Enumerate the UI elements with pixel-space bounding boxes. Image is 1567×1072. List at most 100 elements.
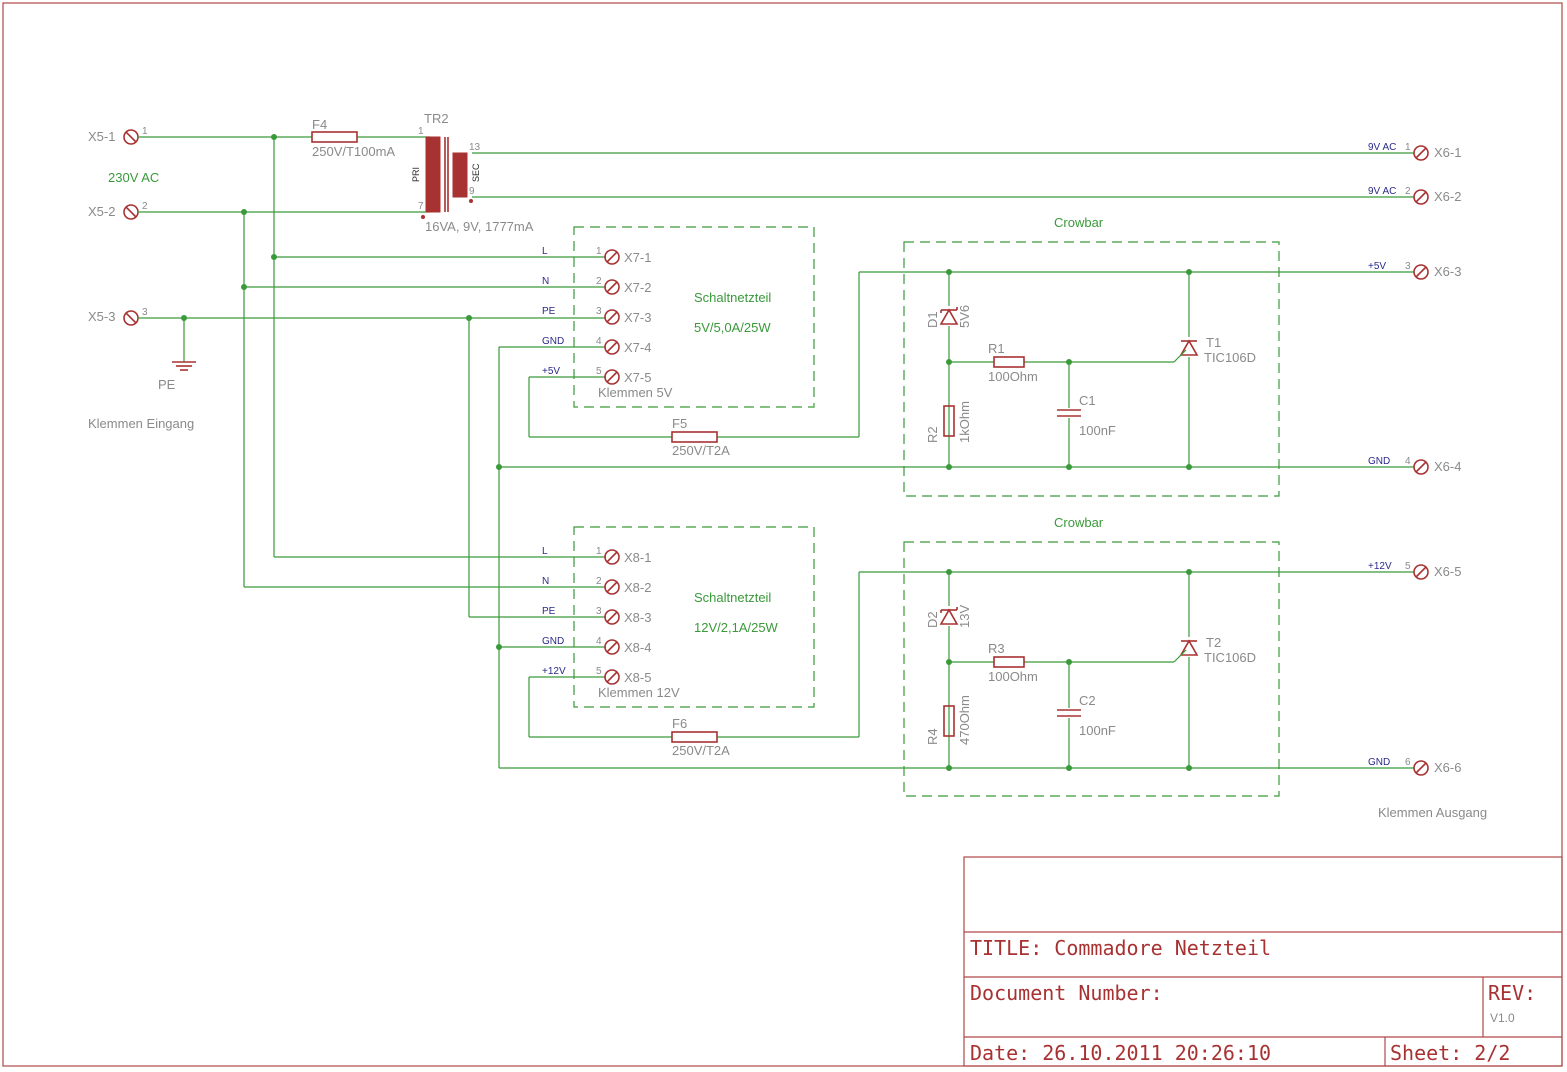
pin-number: 3: [596, 606, 602, 617]
fuse-f5[interactable]: F5 250V/T2A: [671, 416, 730, 458]
diode-d1[interactable]: [939, 306, 959, 326]
pin-number: 2: [1405, 186, 1411, 197]
terminal-label: X8-5: [624, 670, 651, 685]
pin-number: 6: [1405, 757, 1411, 768]
tr2-pin-13: 13: [469, 142, 481, 153]
psu-5v-block: Schaltnetzteil 5V/5,0A/25W Klemmen 5V: [573, 226, 815, 408]
terminal-x6-4[interactable]: [1413, 459, 1429, 475]
terminal-x6-6[interactable]: [1413, 760, 1429, 776]
x5-1-pin: 1: [142, 126, 148, 137]
terminal-label: X6-5: [1434, 564, 1461, 579]
rev-label: REV:: [1488, 981, 1536, 1005]
terminal-label: X6-2: [1434, 189, 1461, 204]
net-label: +5V: [542, 366, 560, 377]
net-label: L: [542, 246, 548, 257]
r3-value: 100Ohm: [988, 669, 1038, 684]
terminal-label: X8-2: [624, 580, 651, 595]
input-terminals: X5-1 X5-2 X5-3 1 2 3 230V AC PE Klemmen …: [88, 126, 196, 431]
c1-value: 100nF: [1079, 423, 1116, 438]
pin-number: 2: [596, 576, 602, 587]
pin-number: 1: [1405, 142, 1411, 153]
terminal-x7-3[interactable]: [604, 309, 620, 325]
terminal-label: X7-1: [624, 250, 651, 265]
capacitor-c1[interactable]: [1055, 408, 1083, 418]
document-number-label: Document Number:: [970, 981, 1163, 1005]
resistor-r4[interactable]: [943, 705, 955, 737]
terminal-label: X6-3: [1434, 264, 1461, 279]
f4-name: F4: [312, 117, 327, 132]
terminal-x5-1[interactable]: [123, 129, 139, 145]
x5-3-pin: 3: [142, 307, 148, 318]
crowbar-2: Crowbar D2 13V R3 100Ohm R4 470Ohm: [903, 515, 1280, 797]
input-caption: Klemmen Eingang: [88, 416, 194, 431]
r2-value: 1kOhm: [957, 401, 972, 443]
f5-name: F5: [672, 416, 687, 431]
tr2-pri-label: PRI: [411, 167, 421, 182]
c2-value: 100nF: [1079, 723, 1116, 738]
tr2-pin-1: 1: [418, 126, 424, 137]
net-label: N: [542, 276, 549, 287]
terminal-label: X8-1: [624, 550, 651, 565]
pin-number: 4: [596, 336, 602, 347]
thyristor-t1[interactable]: [1173, 337, 1199, 363]
terminal-x8-5[interactable]: [604, 669, 620, 685]
terminal-x7-5[interactable]: [604, 369, 620, 385]
r1-name: R1: [988, 341, 1005, 356]
r2-name: R2: [925, 426, 940, 443]
capacitor-c2[interactable]: [1055, 708, 1083, 718]
terminal-x6-2[interactable]: [1413, 189, 1429, 205]
terminal-label: X7-4: [624, 340, 651, 355]
terminal-label: X6-1: [1434, 145, 1461, 160]
x5-2-label: X5-2: [88, 204, 115, 219]
pin-number: 4: [596, 636, 602, 647]
f6-value: 250V/T2A: [672, 743, 730, 758]
pe-label: PE: [158, 377, 176, 392]
psu5-title: Schaltnetzteil: [694, 290, 771, 305]
resistor-r1[interactable]: [993, 356, 1025, 368]
terminal-x7-1[interactable]: [604, 249, 620, 265]
terminal-x8-2[interactable]: [604, 579, 620, 595]
c2-name: C2: [1079, 693, 1096, 708]
fuse-f6[interactable]: F6 250V/T2A: [671, 716, 730, 758]
d2-name: D2: [925, 611, 940, 628]
net-label: GND: [1368, 757, 1390, 768]
terminal-x7-2[interactable]: [604, 279, 620, 295]
terminal-x6-3[interactable]: [1413, 264, 1429, 280]
terminal-x5-2[interactable]: [123, 204, 139, 220]
terminal-x6-5[interactable]: [1413, 564, 1429, 580]
net-label: GND: [542, 336, 564, 347]
d2-value: 13V: [957, 605, 972, 628]
terminal-x8-1[interactable]: [604, 549, 620, 565]
psu-12v-block: Schaltnetzteil 12V/2,1A/25W Klemmen 12V: [573, 526, 815, 708]
f5-value: 250V/T2A: [672, 443, 730, 458]
crowbar1-label: Crowbar: [1054, 215, 1104, 230]
terminal-x7-4[interactable]: [604, 339, 620, 355]
diode-d2[interactable]: [939, 606, 959, 626]
terminal-x8-4[interactable]: [604, 639, 620, 655]
terminal-x8-3[interactable]: [604, 609, 620, 625]
x5-3-label: X5-3: [88, 309, 115, 324]
resistor-r2[interactable]: [943, 405, 955, 437]
crowbar2-label: Crowbar: [1054, 515, 1104, 530]
crowbar-1: Crowbar D1 5V6 R1 100Ohm R2 1kOhm: [903, 215, 1280, 497]
t2-name: T2: [1206, 635, 1221, 650]
pin-number: 3: [1405, 261, 1411, 272]
r3-name: R3: [988, 641, 1005, 656]
d1-name: D1: [925, 311, 940, 328]
pin-number: 4: [1405, 456, 1411, 467]
resistor-r3[interactable]: [993, 656, 1025, 668]
pin-number: 5: [596, 366, 602, 377]
terminal-label: X8-3: [624, 610, 651, 625]
fuse-f4[interactable]: F4 250V/T100mA: [311, 117, 395, 159]
c1-name: C1: [1079, 393, 1096, 408]
thyristor-t2[interactable]: [1173, 637, 1199, 663]
pin-number: 3: [596, 306, 602, 317]
terminal-label: X7-3: [624, 310, 651, 325]
terminal-x6-1[interactable]: [1413, 145, 1429, 161]
transformer-tr2[interactable]: TR2 PRI SEC 1 7 13 9 16VA, 9V, 1777mA: [411, 111, 534, 234]
terminal-label: X7-5: [624, 370, 651, 385]
terminal-x5-3[interactable]: [123, 310, 139, 326]
terminal-label: X7-2: [624, 280, 651, 295]
date-text: Date: 26.10.2011 20:26:10: [970, 1041, 1271, 1065]
pin-number: 5: [1405, 561, 1411, 572]
